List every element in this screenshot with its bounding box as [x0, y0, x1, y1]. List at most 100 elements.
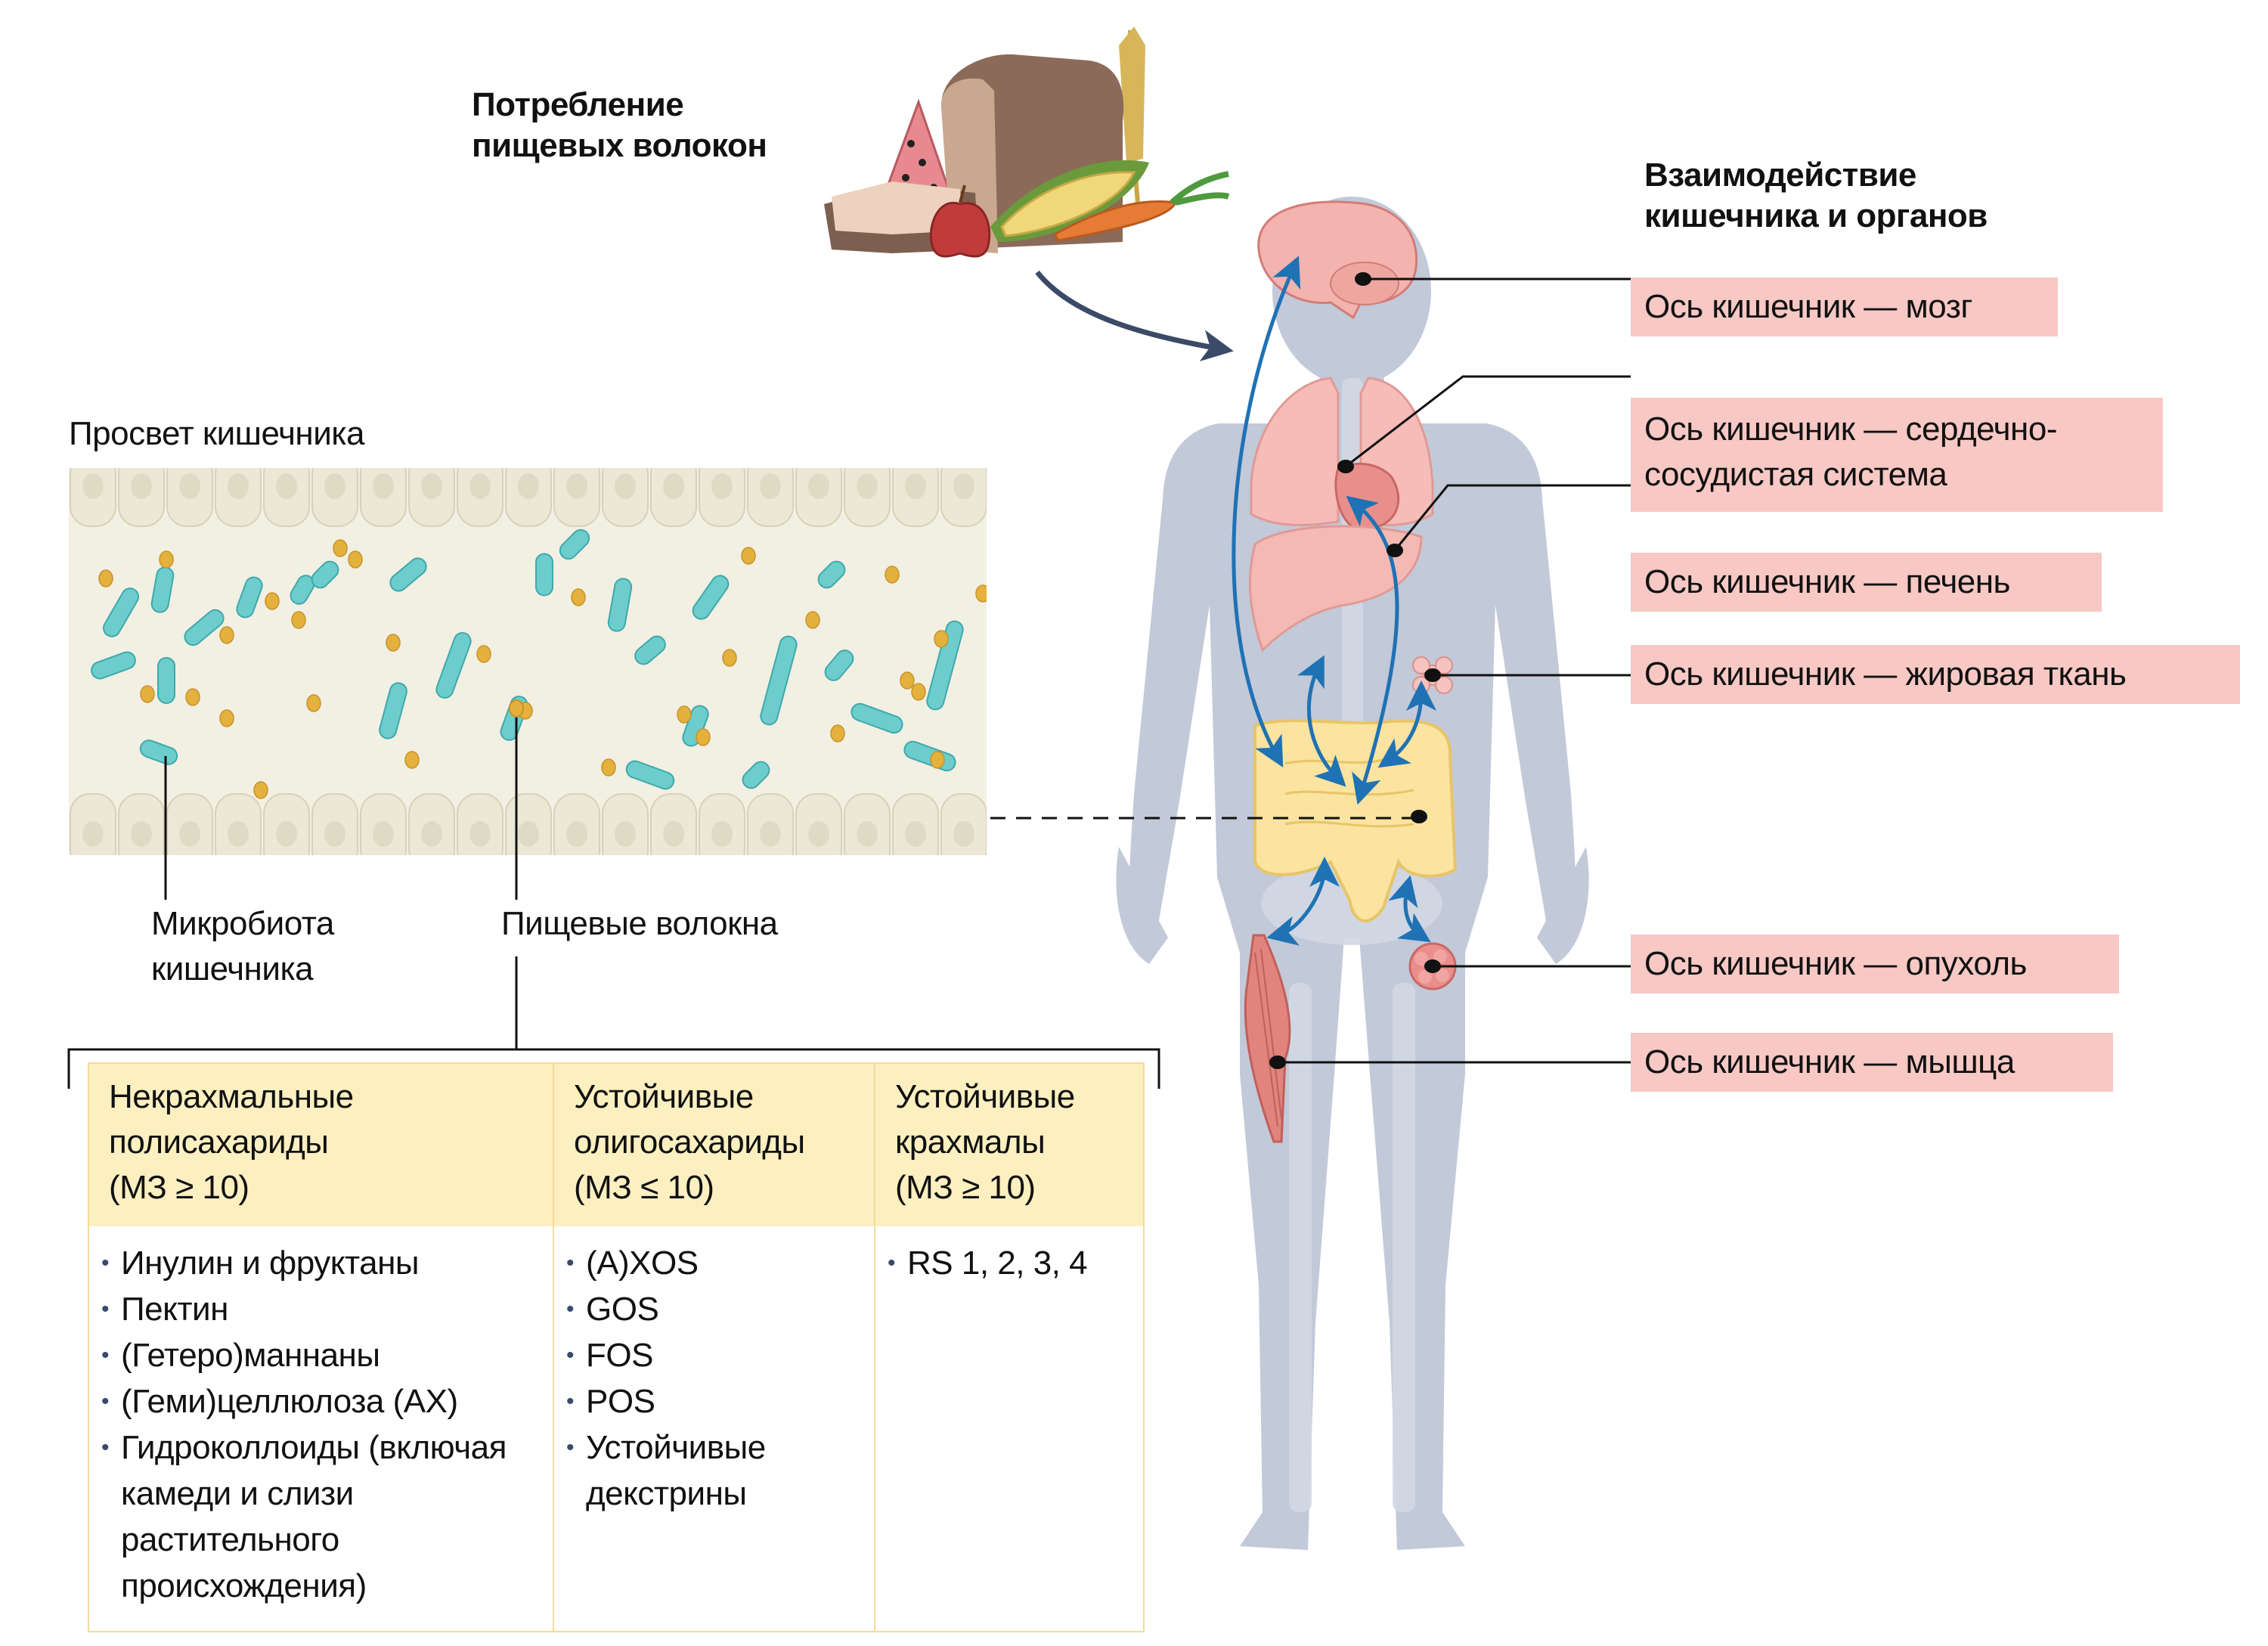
axis-label-tumor: Ось кишечник — опухоль — [1631, 935, 2119, 993]
bacterium — [290, 575, 315, 605]
cell-nucleus — [469, 821, 491, 847]
header-line: (МЗ ≤ 10) — [574, 1169, 714, 1206]
header-line: (МЗ ≥ 10) — [109, 1169, 249, 1206]
fiber-particle — [722, 649, 737, 667]
list-item-text: Пектин — [121, 1291, 228, 1328]
cell-nucleus — [276, 821, 297, 847]
cell-nucleus — [228, 473, 249, 499]
bacterium — [139, 739, 178, 765]
fiber-particle — [930, 751, 945, 769]
bacterium — [760, 635, 798, 726]
list-item: •Гидроколлоиды (включая камеди и слизи р… — [101, 1424, 541, 1609]
bullet-icon: • — [101, 1297, 110, 1322]
lumen-title: Просвет кишечника — [69, 415, 364, 452]
cell-nucleus — [663, 821, 684, 847]
cell-nucleus — [421, 821, 442, 847]
fiber-particle — [741, 547, 756, 565]
fiber-intake-title-line1: Потребление — [472, 86, 684, 123]
fiber-particle — [601, 758, 616, 777]
cell-nucleus — [518, 473, 539, 499]
fiber-particle — [159, 550, 174, 569]
organ-interaction-title-line2: кишечника и органов — [1644, 197, 1988, 234]
cell-nucleus — [857, 821, 878, 847]
intake-arrow — [1035, 270, 1234, 361]
list-item-text: (Геми)целлюлоза (AX) — [121, 1383, 458, 1420]
bacterium — [103, 587, 139, 637]
cell-nucleus — [711, 821, 733, 847]
bullet-icon: • — [888, 1251, 896, 1276]
list-item-text: (A)XOS — [586, 1245, 699, 1282]
bacterium — [559, 529, 590, 560]
axis-label-adipose: Ось кишечник — жировая ткань — [1631, 645, 2240, 704]
wheat-icon — [1119, 26, 1145, 205]
cell-nucleus — [953, 821, 974, 847]
cell-nucleus — [82, 473, 104, 499]
header-line: Устойчивые — [895, 1078, 1075, 1115]
organ-interaction-title-line1: Взаимодействие — [1644, 157, 1916, 194]
fiber-particle — [677, 705, 692, 724]
cell-nucleus — [953, 473, 974, 499]
bullet-icon: • — [566, 1389, 575, 1414]
fiber-particle — [333, 539, 348, 557]
list-item: •FOS — [566, 1332, 862, 1378]
fiber-particle — [98, 569, 113, 587]
table-header-starches: Устойчивые крахмалы (МЗ ≥ 10) — [875, 1064, 1143, 1226]
axis-label-muscle: Ось кишечник — мышца — [1631, 1033, 2113, 1092]
food-illustration — [824, 26, 1230, 258]
bacterium — [926, 620, 964, 711]
carrot-icon — [1052, 171, 1230, 242]
cell-nucleus — [179, 473, 200, 499]
fiber-classification-table: Некрахмальные полисахариды (МЗ ≥ 10) Уст… — [88, 1062, 1145, 1632]
cell-nucleus — [566, 821, 587, 847]
cell-nucleus — [663, 473, 684, 499]
axis-label-cardiovascular: Ось кишечник — сердечно- сосудистая сист… — [1631, 398, 2163, 512]
fibers-label: Пищевые волокна — [501, 901, 778, 950]
cell-nucleus — [566, 473, 587, 499]
cell-nucleus — [131, 821, 152, 847]
list-item-text: FOS — [586, 1337, 653, 1374]
bacterium — [607, 578, 633, 632]
cell-nucleus — [760, 821, 781, 847]
epithelium-bottom — [70, 793, 987, 855]
fiber-particle — [696, 728, 711, 746]
cell-nucleus — [228, 821, 249, 847]
epithelium-top — [70, 468, 987, 527]
fiber-particle — [219, 626, 234, 644]
cell-nucleus — [276, 473, 297, 499]
fiber-particle — [476, 645, 491, 663]
cell-nucleus — [179, 821, 200, 847]
bacterium — [824, 649, 854, 681]
header-line: полисахариды — [109, 1124, 329, 1161]
cell-nucleus — [131, 473, 152, 499]
cell-nucleus — [857, 473, 878, 499]
axis-label-liver: Ось кишечник — печень — [1631, 553, 2102, 612]
list-item-text: (Гетеро)маннаны — [121, 1337, 380, 1374]
fiber-particle — [306, 694, 321, 712]
axis-label-text: Ось кишечник — жировая ткань — [1644, 656, 2127, 693]
organ-interaction-title: Взаимодействие кишечника и органов — [1644, 155, 1988, 237]
fiber-particle — [975, 584, 987, 603]
axis-label-text: Ось кишечник — сердечно- — [1644, 411, 2057, 448]
leader-dots — [1269, 272, 1441, 1069]
list-item: • Пектин — [101, 1286, 541, 1332]
fiber-particle — [830, 724, 845, 742]
intestinal-lumen-panel — [69, 468, 987, 855]
bullet-icon: • — [101, 1343, 110, 1368]
fiber-particle — [885, 566, 900, 584]
bullet-icon: • — [566, 1435, 575, 1460]
list-item-text: Гидроколлоиды (включая камеди и слизи ра… — [121, 1429, 507, 1604]
cell-nucleus — [905, 821, 926, 847]
fiber-particle — [571, 588, 586, 606]
bacterium — [742, 761, 770, 789]
table-bracket — [67, 956, 1160, 1089]
bacterium — [184, 609, 225, 646]
bacterium — [311, 560, 339, 589]
bacterium — [157, 657, 175, 704]
apple-icon — [929, 184, 991, 258]
fiber-particle — [348, 550, 363, 569]
bullet-icon: • — [566, 1251, 575, 1276]
leader-lines — [1278, 277, 1631, 1064]
fiber-pointer-dot — [509, 699, 524, 718]
cell-nucleus — [373, 821, 394, 847]
